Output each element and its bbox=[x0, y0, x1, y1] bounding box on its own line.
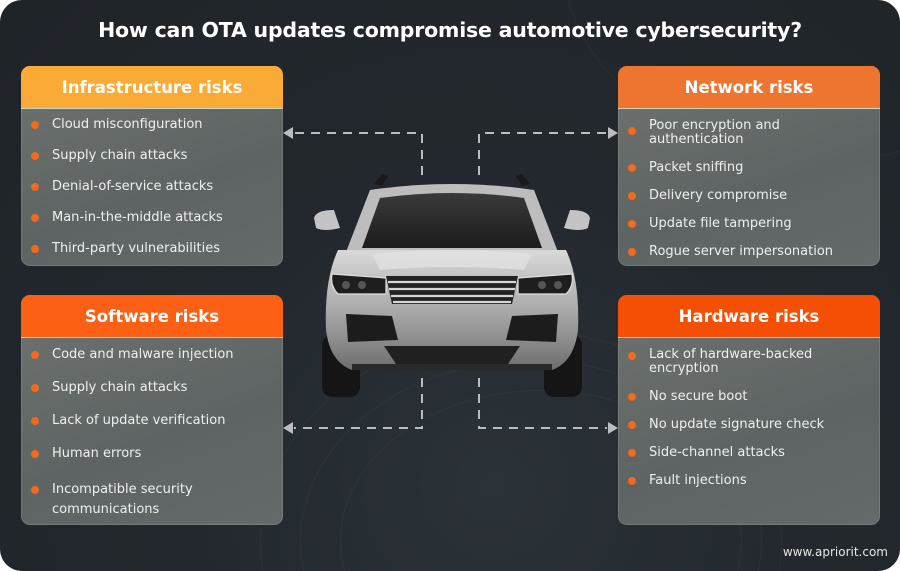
item-text: No update signature check bbox=[649, 417, 825, 432]
arrow-left-icon bbox=[283, 422, 293, 434]
bullet-icon bbox=[628, 477, 636, 485]
bullet-icon bbox=[31, 384, 39, 392]
card-software-risks: Software risks Code and malware injectio… bbox=[21, 295, 283, 525]
card-header: Infrastructure risks bbox=[21, 66, 283, 109]
item-text: Update file tampering bbox=[649, 216, 792, 231]
connector-top-right bbox=[478, 132, 607, 175]
bullet-icon bbox=[628, 352, 636, 360]
bullet-icon bbox=[31, 486, 39, 494]
card-hardware-risks: Hardware risks Lack of hardware-backed e… bbox=[618, 295, 880, 525]
arrow-right-icon bbox=[608, 127, 618, 139]
list-item: Lack of hardware-backed encryption bbox=[618, 348, 837, 376]
bullet-icon bbox=[31, 214, 39, 222]
item-text: Delivery compromise bbox=[649, 188, 788, 203]
list-item: Lack of update verification bbox=[21, 414, 283, 428]
list-item: Supply chain attacks bbox=[21, 381, 283, 395]
footer-website: www.apriorit.com bbox=[782, 545, 888, 559]
arrow-left-icon bbox=[283, 127, 293, 139]
bullet-icon bbox=[628, 248, 636, 256]
connector-bottom-left bbox=[294, 378, 423, 429]
item-text: Side-channel attacks bbox=[649, 445, 785, 460]
list-item: Update file tampering bbox=[618, 217, 880, 231]
item-text: Supply chain attacks bbox=[52, 148, 188, 163]
list-item: Rogue server impersonation bbox=[618, 245, 880, 259]
item-text: No secure boot bbox=[649, 389, 748, 404]
card-body: Code and malware injection Supply chain … bbox=[21, 338, 283, 520]
item-text: Fault injections bbox=[649, 473, 747, 488]
item-text: Supply chain attacks bbox=[52, 380, 188, 395]
car-front-view-icon bbox=[314, 174, 590, 397]
connector-top-left bbox=[294, 132, 423, 175]
list-item: Denial-of-service attacks bbox=[21, 180, 283, 194]
card-infrastructure-risks: Infrastructure risks Cloud misconfigurat… bbox=[21, 66, 283, 266]
bullet-icon bbox=[31, 417, 39, 425]
card-header: Software risks bbox=[21, 295, 283, 338]
list-item: Cloud misconfiguration bbox=[21, 118, 283, 132]
item-text: Packet sniffing bbox=[649, 160, 744, 175]
item-text: Denial-of-service attacks bbox=[52, 179, 214, 194]
list-item: Fault injections bbox=[618, 474, 880, 488]
item-text: Lack of hardware-backed encryption bbox=[649, 347, 813, 376]
item-text: Poor encryption and authentication bbox=[649, 118, 780, 147]
list-item: No update signature check bbox=[618, 418, 880, 432]
list-item: Packet sniffing bbox=[618, 161, 880, 175]
bullet-icon bbox=[628, 393, 636, 401]
item-text: Lack of update verification bbox=[52, 413, 226, 428]
bullet-icon bbox=[628, 449, 636, 457]
list-item: Third-party vulnerabilities bbox=[21, 242, 283, 256]
bullet-icon bbox=[628, 127, 636, 135]
bullet-icon bbox=[31, 152, 39, 160]
list-item: Man-in-the-middle attacks bbox=[21, 211, 283, 225]
page-title: How can OTA updates compromise automotiv… bbox=[98, 18, 802, 42]
list-item: Poor encryption and authentication bbox=[618, 119, 817, 147]
bullet-icon bbox=[628, 192, 636, 200]
list-item: Side-channel attacks bbox=[618, 446, 880, 460]
item-text: Rogue server impersonation bbox=[649, 244, 834, 259]
card-body: Poor encryption and authentication Packe… bbox=[618, 109, 880, 259]
connector-bottom-right bbox=[478, 378, 607, 429]
bullet-icon bbox=[31, 245, 39, 253]
card-network-risks: Network risks Poor encryption and authen… bbox=[618, 66, 880, 266]
item-text: Human errors bbox=[52, 446, 142, 461]
item-text: Incompatible security communications bbox=[52, 482, 193, 517]
item-text: Third-party vulnerabilities bbox=[52, 241, 220, 256]
list-item: Delivery compromise bbox=[618, 189, 880, 203]
item-text: Cloud misconfiguration bbox=[52, 117, 203, 132]
card-body: Lack of hardware-backed encryption No se… bbox=[618, 338, 880, 488]
card-header: Network risks bbox=[618, 66, 880, 109]
bullet-icon bbox=[31, 351, 39, 359]
card-body: Cloud misconfiguration Supply chain atta… bbox=[21, 109, 283, 256]
list-item: No secure boot bbox=[618, 390, 880, 404]
bullet-icon bbox=[31, 121, 39, 129]
list-item: Human errors bbox=[21, 447, 283, 461]
arrow-right-icon bbox=[608, 422, 618, 434]
item-text: Code and malware injection bbox=[52, 347, 234, 362]
bullet-icon bbox=[31, 450, 39, 458]
bullet-icon bbox=[31, 183, 39, 191]
list-item: Code and malware injection bbox=[21, 348, 283, 362]
list-item: Incompatible security communications bbox=[21, 480, 230, 520]
bullet-icon bbox=[628, 220, 636, 228]
list-item: Supply chain attacks bbox=[21, 149, 283, 163]
item-text: Man-in-the-middle attacks bbox=[52, 210, 223, 225]
bullet-icon bbox=[628, 164, 636, 172]
bullet-icon bbox=[628, 421, 636, 429]
card-header: Hardware risks bbox=[618, 295, 880, 338]
